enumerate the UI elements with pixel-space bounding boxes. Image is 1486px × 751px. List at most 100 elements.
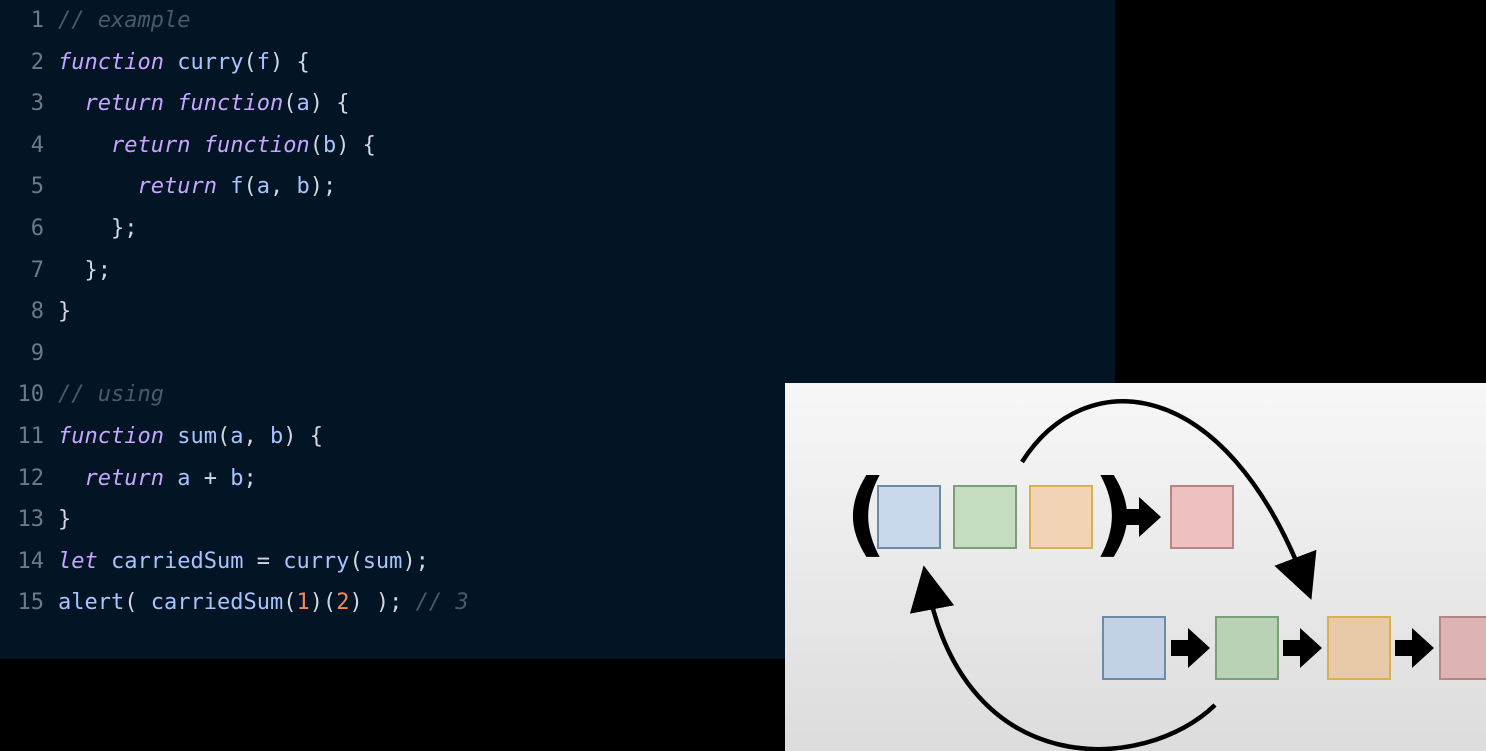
line-number: 15 [17,590,45,616]
code-token: } [58,507,72,533]
code-token: function [177,91,284,117]
code-token: a [256,174,270,200]
code-line[interactable]: 3 return function(a) { [0,83,1115,125]
code-token: carriedSum [97,548,257,574]
line-number: 6 [30,216,44,241]
code-text: function sum(a, b) { [58,416,323,458]
line-number: 7 [30,257,44,283]
code-token: + [203,465,217,491]
top-curved-arrow [1020,399,1317,600]
code-token: b [269,424,284,449]
code-token: , [269,174,297,200]
code-token: b [322,132,337,158]
bottom-box-red [1439,616,1486,680]
code-token [58,133,111,158]
code-line[interactable]: 1 // example [0,0,1115,42]
code-token: ) { [309,91,350,117]
code-token: 1 [296,590,310,616]
code-token: ( [124,590,151,616]
code-token: 2 [336,590,350,616]
code-token: ( [309,132,323,158]
code-token: // example [58,8,191,33]
top-box-orange [1029,485,1093,549]
code-text: function curry(f) { [58,42,310,84]
code-text: } [58,291,71,333]
code-token: , [243,424,270,449]
code-line[interactable]: 2 function curry(f) { [0,42,1115,84]
code-text: }; [58,250,111,292]
code-token [58,174,137,199]
code-token: return [137,174,217,200]
code-token: curry [269,548,350,574]
code-token: a [296,91,310,117]
code-token: ( [283,590,297,616]
code-token: ) { [336,132,376,158]
code-token: a [163,465,204,491]
line-number: 8 [30,299,44,325]
bottom-box-blue [1102,616,1166,680]
top-box-blue [877,485,941,549]
code-token: ) { [269,49,310,75]
currying-diagram: ( ) [785,383,1486,751]
code-line[interactable]: 10// using [0,374,1115,416]
code-line[interactable]: 15 alert( carriedSum(1)(2) ); // 3 [0,582,1115,624]
code-text: return function(b) { [58,125,376,167]
code-line[interactable]: 7 }; [0,250,1115,292]
code-line[interactable]: 4 return function(b) { [0,125,1115,167]
top-box-green [953,485,1017,549]
code-token: b [216,465,244,491]
code-token: )( [309,590,337,616]
code-token: ); [402,548,429,574]
code-token: ( [243,49,257,75]
line-number: 13 [17,507,45,533]
code-token [58,466,85,491]
line-number: 1 [30,8,44,33]
code-line[interactable]: 8} [0,291,1115,333]
top-block-arrow [1122,497,1161,537]
code-token: ( [283,91,297,117]
code-token: // 3 [415,590,469,616]
code-text: let carriedSum = curry(sum); [58,541,429,583]
code-token: function [203,132,310,158]
code-token: carriedSum [150,590,284,616]
bottom-curved-arrow [909,565,1217,751]
code-line[interactable]: 13} [0,499,1115,541]
code-token: return [110,132,191,158]
line-number: 3 [30,91,44,117]
code-token: sum [362,548,403,574]
code-token: ( [349,548,363,574]
code-token: } [58,299,72,325]
code-line[interactable]: 5 return f(a, b); [0,166,1115,208]
bottom-box-green [1215,616,1279,680]
line-number: 2 [30,49,44,75]
code-token: ; [243,465,257,491]
code-text: alert( carriedSum(1)(2) ); // 3 [58,582,469,624]
code-text: // example [58,0,190,42]
code-line[interactable]: 9 [0,333,1115,375]
code-text: return function(a) { [58,83,350,125]
code-text: return f(a, b); [58,166,336,208]
code-token: f [256,49,270,75]
code-token: f [216,174,244,200]
code-token [164,91,177,116]
code-token: a [230,424,244,449]
code-token: function [58,424,164,449]
bottom-arrow-1 [1171,628,1210,668]
code-token [58,91,85,116]
line-number: 12 [17,465,45,491]
code-token: ) ); [349,590,416,616]
bottom-box-orange [1327,616,1391,680]
code-line[interactable]: 6 }; [0,208,1115,250]
code-token: = [256,548,270,574]
code-token: curry [163,49,244,75]
line-number: 4 [30,132,44,158]
code-token [190,133,203,158]
top-box-red [1170,485,1234,549]
code-token: return [84,91,164,117]
line-number: 5 [30,174,44,200]
code-line[interactable]: 12 return a + b; [0,458,1115,500]
